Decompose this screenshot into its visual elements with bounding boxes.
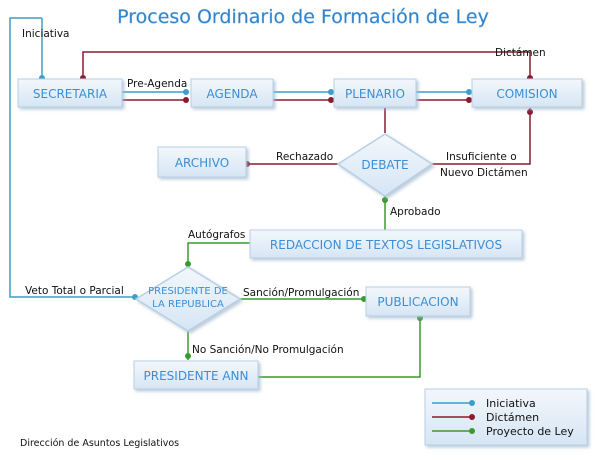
label-autografos: Autógrafos <box>188 229 245 241</box>
label-insuficiente-1: Insuficiente o <box>446 151 517 163</box>
connector-veto-loop <box>9 17 135 298</box>
legend-iniciativa-label: Iniciativa <box>486 397 536 410</box>
dot <box>185 353 191 359</box>
node-archivo: ARCHIVO <box>157 146 247 178</box>
legend-iniciativa-dot <box>469 400 475 406</box>
dot <box>183 97 189 103</box>
node-agenda-label: AGENDA <box>206 87 258 101</box>
label-iniciativa: Iniciativa <box>22 28 69 40</box>
legend-proyecto-label: Proyecto de Ley <box>486 425 574 438</box>
node-secretaria-label: SECRETARIA <box>33 87 108 101</box>
label-veto: Veto Total o Parcial <box>25 285 124 297</box>
dot <box>328 89 334 95</box>
dot <box>185 261 191 267</box>
node-redaccion: REDACCION DE TEXTOS LEGISLATIVOS <box>249 229 523 259</box>
label-rechazado: Rechazado <box>276 151 333 163</box>
node-presidente-republica-label-1: PRESIDENTE DE <box>148 286 228 297</box>
connector-debate-comision <box>431 108 531 165</box>
label-pre-agenda: Pre-Agenda <box>127 78 187 90</box>
dot <box>328 97 334 103</box>
label-insuficiente-2: Nuevo Dictámen <box>440 167 528 179</box>
label-aprobado: Aprobado <box>390 206 441 218</box>
diagram-title: Proceso Ordinario de Formación de Ley <box>117 6 489 28</box>
node-debate: DEBATE <box>336 133 434 197</box>
dot <box>183 89 189 95</box>
connector-redaccion-presidente <box>187 242 250 267</box>
node-agenda: AGENDA <box>190 78 274 108</box>
node-presidente-republica: PRESIDENTE DE LA REPUBLICA <box>134 266 242 332</box>
node-plenario: PLENARIO <box>333 78 417 108</box>
node-secretaria: SECRETARIA <box>17 78 123 108</box>
dot <box>466 89 472 95</box>
legend: Iniciativa Dictámen Proyecto de Ley <box>424 388 588 446</box>
node-publicacion-label: PUBLICACION <box>377 295 458 309</box>
connector-dictamen-return <box>82 51 531 78</box>
node-comision: COMISION <box>471 78 583 108</box>
node-debate-label: DEBATE <box>361 158 408 172</box>
node-presidente-republica-label-2: LA REPUBLICA <box>152 299 224 310</box>
dot <box>382 197 388 203</box>
node-presidente-ann-label: PRESIDENTE ANN <box>144 369 249 383</box>
label-no-sancion: No Sanción/No Promulgación <box>192 344 344 356</box>
label-sancion: Sanción/Promulgación <box>243 287 359 299</box>
dot <box>527 109 533 115</box>
node-plenario-label: PLENARIO <box>345 87 405 101</box>
node-publicacion: PUBLICACION <box>365 286 471 317</box>
legend-dictamen-label: Dictámen <box>486 411 539 424</box>
node-archivo-label: ARCHIVO <box>175 156 229 170</box>
label-dictamen: Dictámen <box>495 47 546 59</box>
node-presidente-ann: PRESIDENTE ANN <box>133 360 259 390</box>
iniciativa-connectors <box>9 17 470 298</box>
connector-ann-publicacion <box>258 316 421 378</box>
dictamen-connectors <box>82 51 531 165</box>
legend-dictamen-dot <box>469 414 475 420</box>
footer-text: Dirección de Asuntos Legislativos <box>20 438 179 449</box>
legend-proyecto-dot <box>469 428 475 434</box>
dot <box>466 97 472 103</box>
node-redaccion-label: REDACCION DE TEXTOS LEGISLATIVOS <box>270 238 502 252</box>
node-comision-label: COMISION <box>496 87 557 101</box>
